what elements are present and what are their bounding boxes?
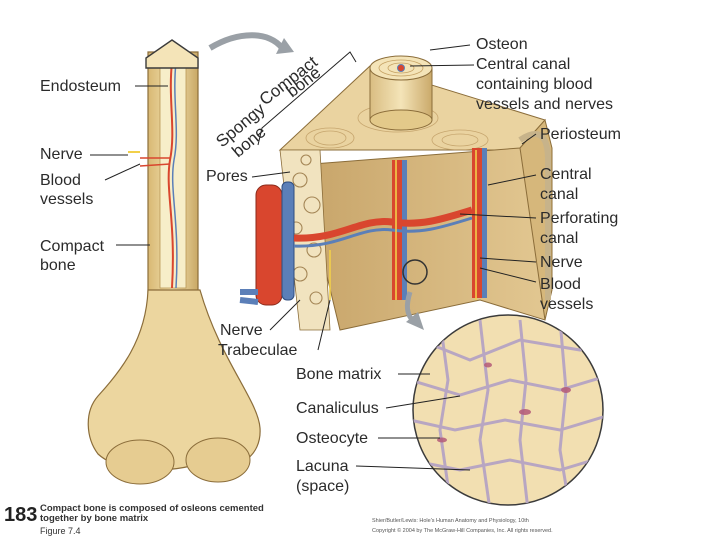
periosteum-layer [518,131,551,300]
label-blood-vessels-right-1: Blood [540,276,581,293]
credit-line-2: Copyright © 2004 by The McGraw-Hill Comp… [372,528,553,534]
label-endosteum: Endosteum [40,78,121,95]
condyle-right [185,437,251,483]
block-right-face [519,118,553,321]
label-blood-vessels-right-2: vessels [540,296,594,313]
label-lacuna-1: Lacuna [296,458,349,475]
label-osteon: Osteon [476,36,528,53]
label-trabeculae: Trabeculae [218,342,298,359]
compact-bone-block [239,55,553,331]
label-lacuna-2: (space) [296,478,350,495]
endosteum-blood-vessels [167,61,174,289]
label-nerve-left: Nerve [40,146,83,163]
long-bone [87,39,261,485]
central-canal-vessel-2 [472,148,482,298]
label-bone-matrix: Bone matrix [296,366,382,383]
label-blood-vessels-left-1: Blood [40,172,81,189]
leader-lines [90,44,537,471]
label-central-canal-top-2: containing blood [476,76,593,93]
label-blood-vessels-left-2: vessels [40,191,94,208]
label-central-canal-2: canal [540,186,579,203]
figure-number: Figure 7.4 [40,526,81,536]
detail-circle [402,259,428,285]
perforating-canal-vessel [293,206,474,242]
label-canaliculus: Canaliculus [296,400,379,417]
label-nerve-right: Nerve [540,254,583,271]
credit-line-1: Shier/Butler/Lewis: Hole's Human Anatomy… [372,518,529,524]
label-compact-bone-left-1: Compact [40,238,105,255]
nerve-fiber [329,150,477,300]
label-perforating-canal-2: canal [540,230,579,247]
large-artery [255,184,283,306]
magnified-bone-matrix [412,314,604,506]
condyle-left [105,439,175,485]
label-nerve-bottom: Nerve [220,322,263,339]
figure-caption: Compact bone is composed of osleons ceme… [40,503,264,524]
label-pores: Pores [206,168,248,185]
page-number: 183 [4,504,38,526]
label-central-canal-1: Central [540,166,592,183]
label-central-canal-top-3: vessels and nerves [476,96,613,113]
label-periosteum: Periosteum [540,126,621,143]
osteon-central-canal [397,64,405,72]
label-perforating-canal-1: Perforating [540,210,619,227]
large-vein [281,181,295,301]
label-osteocyte: Osteocyte [296,430,369,447]
cross-section-marker [145,39,199,69]
curved-arrow-top [208,32,285,51]
label-compact-bone-left-2: bone [40,257,76,274]
osteocyte-cell [519,409,531,415]
label-central-canal-top-1: Central canal [476,56,571,73]
